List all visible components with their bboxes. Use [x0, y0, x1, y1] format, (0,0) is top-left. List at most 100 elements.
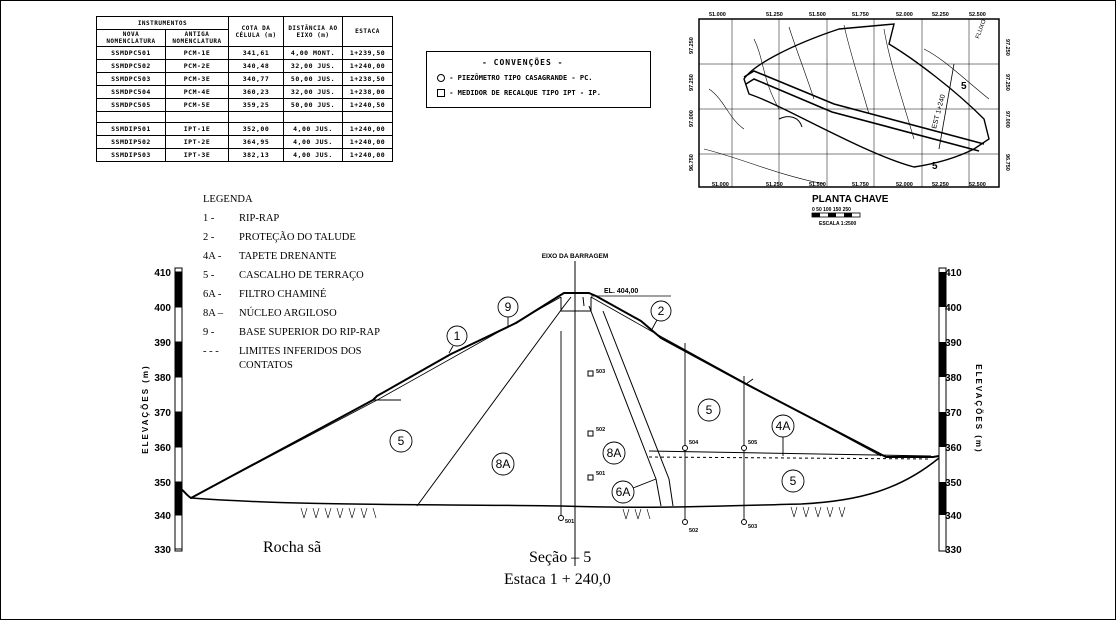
instrument-label-504: 504 — [689, 440, 699, 446]
elev-tick-left-330: 330 — [154, 545, 171, 556]
coord-right-2: 97.000 — [1004, 111, 1010, 128]
settlement-square-icon — [437, 89, 445, 97]
zone-label-5-downstream-lower: 5 — [790, 474, 797, 488]
zone-label-8a-inner: 8A — [607, 446, 622, 460]
legend-item-label: BASE SUPERIOR DO RIP-RAP — [239, 327, 380, 338]
legend-item-number: 2 - — [203, 232, 215, 243]
zone-label-4a: 4A — [776, 419, 791, 433]
elev-tick-right-330: 330 — [945, 545, 962, 556]
key-plan-section-mark-bottom: 5 — [932, 161, 938, 172]
legend-item-label: PROTEÇÃO DO TALUDE — [239, 232, 356, 243]
coord-left-3: 96.750 — [689, 154, 695, 171]
table-cell: 4,00 JUS. — [283, 148, 343, 162]
coord-top-5: 52.250 — [932, 12, 949, 18]
axis-distance-header: DISTÂNCIA AO EIXO (m) — [283, 16, 343, 47]
elev-tick-left-360: 360 — [154, 443, 171, 454]
legend-item-number: 1 - — [203, 213, 215, 224]
key-plan-section-mark-top: 5 — [961, 81, 967, 92]
zone-label-6a: 6A — [616, 485, 631, 499]
legend-item-label: CASCALHO DE TERRAÇO — [239, 270, 364, 281]
elev-tick-right-340: 340 — [945, 511, 962, 522]
zone-label-1: 1 — [454, 329, 461, 343]
coord-bottom-4: 52.000 — [896, 182, 913, 188]
crest-elevation-label: EL. 404,00 — [604, 288, 638, 295]
coord-bottom-5: 52.250 — [932, 182, 949, 188]
legend-item: 1 -RIP-RAP — [203, 213, 279, 224]
legend-item-label: TAPETE DRENANTE — [239, 251, 337, 262]
coord-left-1: 97.250 — [689, 74, 695, 91]
settlement-gauges — [587, 370, 594, 481]
legend-item-label: CONTATOS — [239, 360, 293, 371]
legend-item: 5 - CASCALHO DE TERRAÇO — [203, 270, 364, 281]
station-title: Estaca 1 + 240,0 — [504, 571, 611, 588]
coord-bottom-1: 51.250 — [766, 182, 783, 188]
embankment-outline — [178, 292, 940, 509]
legend-item-number: 4A - — [203, 251, 222, 262]
legend-item: CONTATOS — [203, 360, 293, 371]
legend-item: 4A - TAPETE DRENANTE — [203, 251, 336, 262]
instrument-label-501-pc: 501 — [565, 519, 574, 525]
piezometer-circle-icon — [437, 74, 445, 82]
coord-right-1: 97.250 — [1004, 74, 1010, 91]
coord-bottom-0: 51.000 — [712, 182, 729, 188]
coord-top-6: 52.500 — [969, 12, 986, 18]
legend-item: 8A –NÚCLEO ARGILOSO — [203, 308, 337, 319]
coord-bottom-6: 52.500 — [969, 182, 986, 188]
core-boundaries — [416, 296, 932, 507]
coord-left-0: 97.250 — [689, 37, 695, 54]
elev-tick-right-400: 400 — [945, 303, 962, 314]
cell-elevation-header: COTA DA CÉLULA (m) — [228, 16, 284, 47]
zone-label-5-downstream-upper: 5 — [706, 403, 713, 417]
elev-tick-right-390: 390 — [945, 338, 962, 349]
elev-tick-right-410: 410 — [945, 268, 962, 279]
instrument-label-503-pc: 503 — [748, 524, 757, 530]
legend-item-number: - - - — [203, 346, 219, 357]
legend-item-number: 9 - — [203, 327, 215, 338]
piezometer-convention: - PIEZÔMETRO TIPO CASAGRANDE - PC. — [449, 74, 593, 82]
zone-markers — [389, 296, 805, 504]
key-plan-title: PLANTA CHAVE — [812, 194, 889, 205]
zone-label-8a-core: 8A — [496, 457, 511, 471]
elev-tick-right-370: 370 — [945, 408, 962, 419]
coord-right-3: 96.750 — [1004, 154, 1010, 171]
coord-top-3: 51.750 — [852, 12, 869, 18]
conventions-box: - CONVENÇÕES - - PIEZÔMETRO TIPO CASAGRA… — [426, 51, 651, 108]
legend-item: 9 - BASE SUPERIOR DO RIP-RAP — [203, 327, 380, 338]
coord-left-2: 97.000 — [689, 110, 695, 127]
elev-tick-left-350: 350 — [154, 478, 171, 489]
settlement-convention: - MEDIDOR DE RECALQUE TIPO IPT - IP. — [449, 89, 601, 97]
elev-tick-left-390: 390 — [154, 338, 171, 349]
coord-top-4: 52.000 — [896, 12, 913, 18]
right-elevation-scale — [938, 267, 947, 552]
legend-item: 6A - FILTRO CHAMINÉ — [203, 289, 326, 300]
legend-item-number: 5 - — [203, 270, 215, 281]
elev-tick-left-400: 400 — [154, 303, 171, 314]
dam-axis-label: EIXO DA BARRAGEM — [542, 253, 609, 260]
elev-tick-right-380: 380 — [945, 373, 962, 384]
legend-item-number: 6A - — [203, 289, 222, 300]
coord-top-2: 51.500 — [809, 12, 826, 18]
legend-item-label: LIMITES INFERIDOS DOS — [239, 346, 362, 357]
instruments-table: INSTRUMENTOS COTA DA CÉLULA (m) DISTÂNCI… — [96, 16, 393, 162]
coord-top-0: 51.000 — [709, 12, 726, 18]
conventions-title: - CONVENÇÕES - — [482, 58, 564, 67]
legend-item-label: NÚCLEO ARGILOSO — [239, 308, 337, 319]
legend-item: - - - LIMITES INFERIDOS DOS — [203, 346, 362, 357]
zone-label-2: 2 — [658, 304, 665, 318]
scale-bar — [811, 212, 861, 218]
legend-item: 2 - PROTEÇÃO DO TALUDE — [203, 232, 356, 243]
zone-label-5-upstream: 5 — [398, 434, 405, 448]
legend-item-label: FILTRO CHAMINÉ — [239, 289, 327, 300]
coord-bottom-2: 51.500 — [809, 182, 826, 188]
instrument-lines — [560, 331, 745, 521]
elevation-axis-title-right: ELEVAÇÕES (m) — [974, 364, 983, 453]
section-title: Seção – 5 — [529, 549, 592, 566]
key-plan: EST 1+240 FLUXO 5 5 51.000 51.250 51.500… — [689, 12, 1010, 227]
